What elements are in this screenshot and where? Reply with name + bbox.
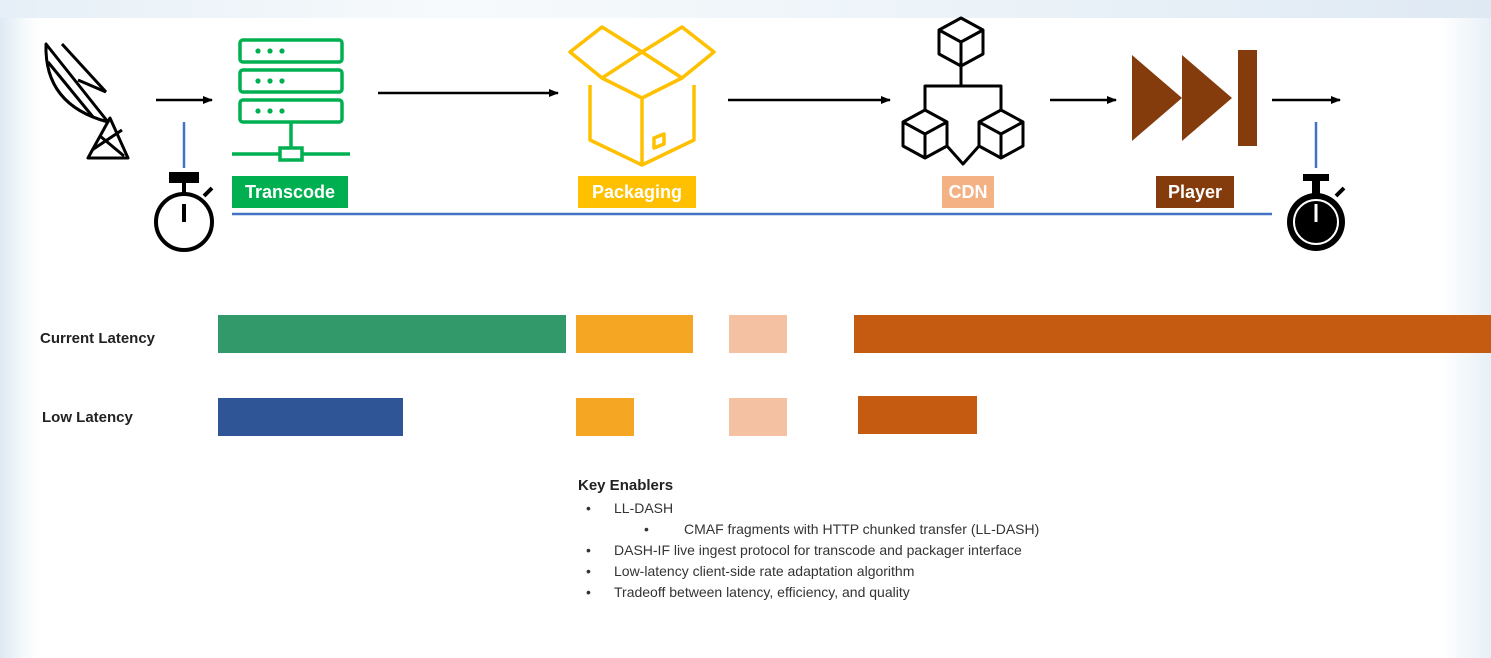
player-fast-forward-icon bbox=[1132, 50, 1257, 146]
stopwatch-start-icon bbox=[154, 172, 214, 252]
stage-label-cdn: CDN bbox=[942, 176, 994, 208]
top-band bbox=[0, 0, 1491, 18]
packaging-box-icon bbox=[568, 25, 716, 167]
low-packaging-bar bbox=[576, 398, 634, 436]
list-item-text: Tradeoff between latency, efficiency, an… bbox=[614, 584, 910, 600]
flow-arrows bbox=[156, 89, 1341, 104]
current-latency-label: Current Latency bbox=[40, 330, 156, 347]
current-cdn-bar bbox=[729, 315, 787, 353]
low-player-bar bbox=[858, 396, 977, 434]
stopwatch-end-icon bbox=[1287, 174, 1346, 251]
latency-timeline bbox=[182, 122, 1318, 216]
transcode-server-icon bbox=[232, 38, 350, 162]
list-item-text: Low-latency client-side rate adaptation … bbox=[614, 563, 915, 579]
bullet-icon: • bbox=[586, 500, 591, 516]
stage-label-packaging: Packaging bbox=[578, 176, 696, 208]
list-item-sub: • CMAF fragments with HTTP chunked trans… bbox=[578, 519, 1039, 540]
list-item: • LL-DASH bbox=[578, 498, 1039, 519]
list-item-text: LL-DASH bbox=[614, 500, 674, 516]
bullet-icon: • bbox=[586, 542, 591, 558]
key-enablers-list: Key Enablers • LL-DASH • CMAF fragments … bbox=[578, 477, 1039, 603]
current-packaging-bar bbox=[576, 315, 693, 353]
stage-label-transcode: Transcode bbox=[232, 176, 348, 208]
current-transcode-bar bbox=[218, 315, 566, 353]
key-enablers-title: Key Enablers bbox=[578, 477, 674, 494]
list-item: • Tradeoff between latency, efficiency, … bbox=[578, 582, 1039, 603]
stage-label-player: Player bbox=[1156, 176, 1234, 208]
satellite-dish-icon bbox=[44, 42, 130, 160]
list-item: • DASH-IF live ingest protocol for trans… bbox=[578, 540, 1039, 561]
pipeline-diagram bbox=[44, 16, 1346, 252]
current-player-bar bbox=[854, 315, 1491, 353]
low-transcode-bar bbox=[218, 398, 403, 436]
low-cdn-bar bbox=[729, 398, 787, 436]
low-latency-label: Low Latency bbox=[42, 409, 133, 426]
bullet-icon: • bbox=[586, 584, 591, 600]
list-item: • Low-latency client-side rate adaptatio… bbox=[578, 561, 1039, 582]
cdn-network-icon bbox=[901, 16, 1025, 166]
bullet-icon: • bbox=[644, 521, 649, 537]
list-item-text: CMAF fragments with HTTP chunked transfe… bbox=[684, 521, 1040, 537]
list-item-text: DASH-IF live ingest protocol for transco… bbox=[614, 542, 1022, 558]
bullet-icon: • bbox=[586, 563, 591, 579]
